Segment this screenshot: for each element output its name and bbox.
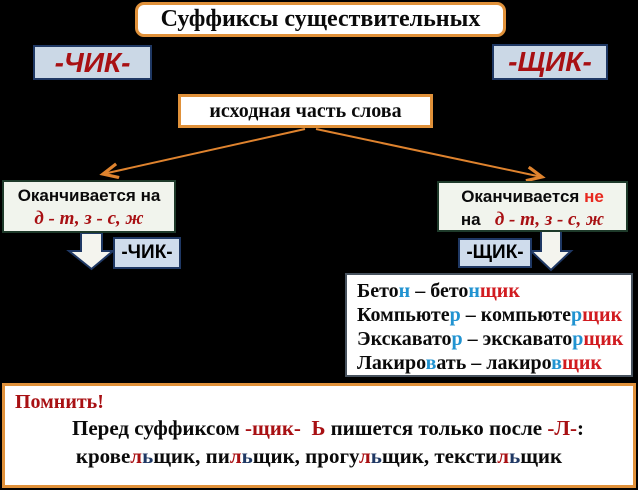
examples-box: Бетон – бетонщик Компьютер – компьютерщи… [345,273,633,377]
stem-box-text: исходная часть слова [209,99,402,122]
small-chik-label: -ЧИК- [121,242,173,263]
stem-box: исходная часть слова [178,94,433,128]
left-condition-box: Оканчивается на д - т, з - с, ж [2,180,176,233]
example-line: Компьютер – компьютерщик [357,304,623,326]
example-line: Бетон – бетонщик [357,280,520,302]
reminder-heading: Помнить! [15,391,104,413]
example-line: Лакировать – лакировщик [357,352,602,374]
title-box: Суффиксы существительных [135,2,506,37]
title-text: Суффиксы существительных [160,6,481,32]
right-condition-line2: на д - т, з - с, ж [460,209,605,230]
example-line: Экскаватор – экскаваторщик [357,328,624,350]
left-condition-line2: д - т, з - с, ж [34,208,144,229]
suffix-chik-box: -ЧИК- [33,45,152,80]
small-shchik-box: -ЩИК- [458,238,532,268]
small-shchik-label: -ЩИК- [466,242,524,263]
left-condition-line1: Оканчивается на [17,186,161,205]
block-arrow-left [66,232,116,271]
reminder-examples: кровельщик, пильщик, прогульщик, текстил… [75,444,563,468]
reminder-box: Помнить! Перед суффиксом -щик- Ь пишется… [2,383,636,488]
arrow-to-left-condition [103,128,306,174]
reminder-rule: Перед суффиксом -щик- Ь пишется только п… [72,416,584,440]
right-condition-line1: Оканчивается не [461,187,604,206]
right-condition-box: Оканчивается не на д - т, з - с, ж [437,181,628,232]
block-arrow-right [528,230,574,272]
suffix-shchik-label: -ЩИК- [508,46,592,77]
suffix-chik-label: -ЧИК- [54,46,131,78]
small-chik-box: -ЧИК- [113,237,181,269]
suffix-shchik-box: -ЩИК- [492,44,608,80]
arrow-to-right-condition [315,128,542,177]
